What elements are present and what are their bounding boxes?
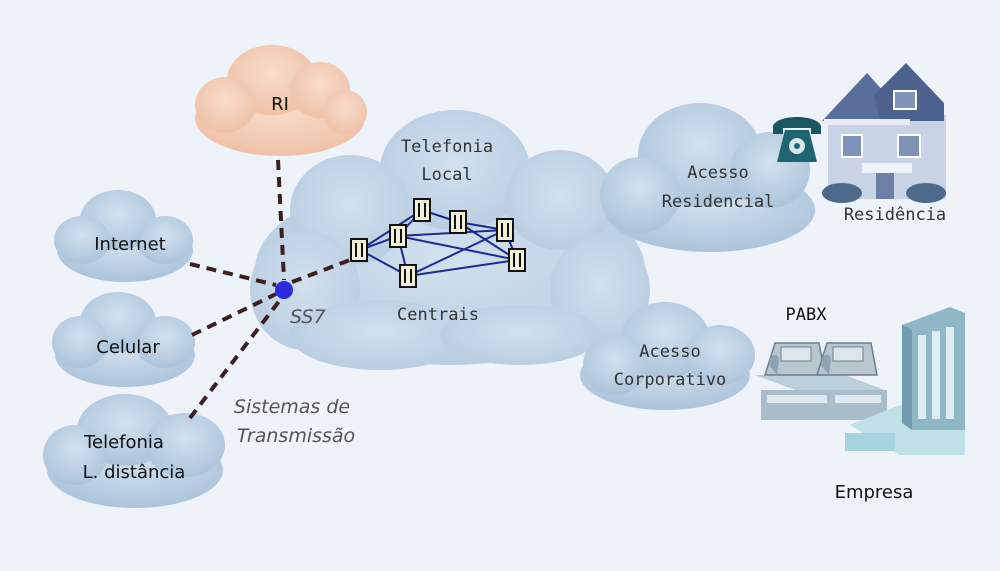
link-ri-ss7: [276, 159, 286, 281]
label-centrais: Centrais: [397, 305, 479, 325]
label-internet: Internet: [94, 234, 165, 255]
switch-icon: [508, 248, 526, 272]
label-pabx: PABX: [786, 305, 828, 325]
label-acesso-residencial-1: Acesso: [687, 163, 748, 183]
switches: [350, 198, 526, 288]
cloud-telefonia-local: [250, 110, 650, 370]
label-sistemas-1: Sistemas de: [234, 396, 350, 418]
link-ss7-centrais: [291, 258, 351, 284]
cloud-ri: [195, 45, 367, 156]
link-celular-ss7: [191, 292, 277, 337]
switch-icon: [350, 238, 368, 262]
cloud-acesso-corporativo: [580, 302, 755, 410]
label-ri: RI: [271, 94, 289, 115]
label-telefonia-local-2: Local: [421, 165, 472, 185]
switch-icon: [389, 224, 407, 248]
dashed-links: [188, 159, 351, 420]
cloud-telefonia-ld: [43, 394, 225, 508]
ss7-node: [275, 281, 293, 299]
label-ss7: SS7: [290, 306, 326, 328]
switch-icon: [399, 264, 417, 288]
switch-icon: [496, 218, 514, 242]
pabx-icon: [755, 342, 887, 420]
label-telefonia-ld-1: Telefonia: [83, 432, 164, 453]
switch-icon: [413, 198, 431, 222]
label-acesso-residencial-2: Residencial: [662, 192, 775, 212]
label-telefonia-local-1: Telefonia: [401, 137, 493, 157]
label-telefonia-ld-2: L. distância: [83, 462, 186, 483]
label-sistemas-2: Transmissão: [237, 425, 355, 447]
label-celular: Celular: [96, 337, 160, 358]
cloud-internet: [54, 190, 193, 282]
link-internet-ss7: [189, 262, 277, 287]
label-acesso-corporativo-1: Acesso: [639, 342, 700, 362]
house-icon: [822, 63, 946, 203]
label-acesso-corporativo-2: Corporativo: [614, 370, 727, 390]
label-empresa: Empresa: [835, 482, 914, 503]
switch-icon: [449, 210, 467, 234]
building-icon: [845, 307, 965, 455]
telephone-icon: [773, 117, 821, 162]
label-residencia: Residência: [844, 205, 946, 225]
cloud-celular: [52, 292, 195, 387]
link-ld-ss7: [188, 298, 282, 420]
